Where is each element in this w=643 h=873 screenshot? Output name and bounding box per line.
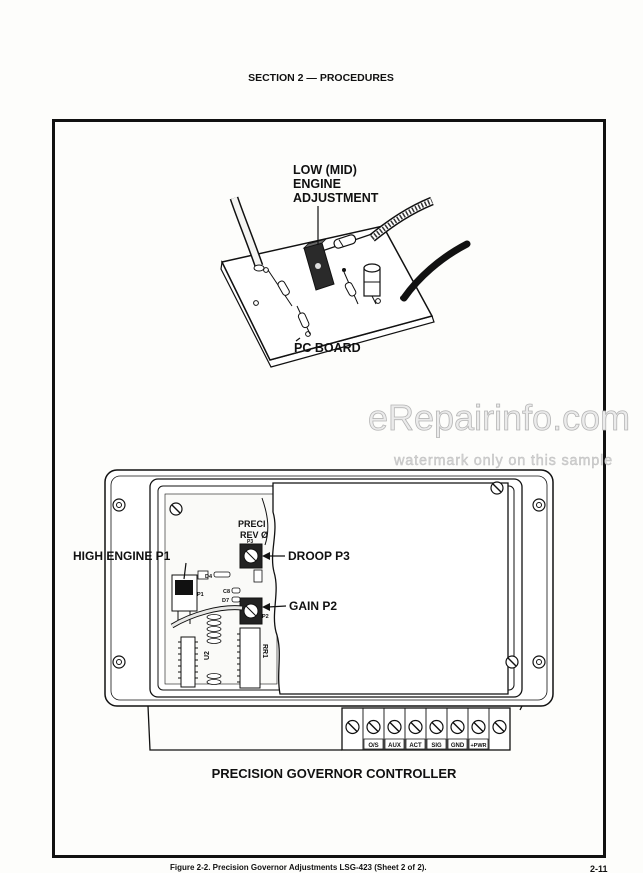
flange-inner-edge xyxy=(110,475,548,701)
terminal-label-boxes xyxy=(363,738,489,750)
resistor xyxy=(206,614,222,620)
cover-plate xyxy=(271,482,509,695)
leader-high-engine xyxy=(183,562,187,580)
marking-precision: PRECI xyxy=(238,519,266,529)
board-hole xyxy=(375,298,381,304)
marking-d7: D7 xyxy=(222,598,229,604)
marking-p2: P2 xyxy=(262,614,269,620)
braided-cable-weave xyxy=(370,198,433,240)
callout-high-engine-p1: HIGH ENGINE P1 xyxy=(73,549,171,563)
terminal-screw xyxy=(387,719,402,735)
mounting-hole xyxy=(112,498,126,512)
terminal-label-aux: AUX xyxy=(388,743,401,749)
terminal-screw xyxy=(450,719,465,735)
arrowhead-droop xyxy=(262,552,270,560)
terminal-dividers xyxy=(362,708,490,750)
black-cable xyxy=(400,240,471,302)
marking-rr1: RR1 xyxy=(261,644,268,658)
terminal-screw xyxy=(429,719,444,735)
terminal-screw xyxy=(366,719,381,735)
resistor xyxy=(277,280,290,296)
marking-d4: D4 xyxy=(205,574,213,580)
terminal-screw xyxy=(408,719,423,735)
resistor xyxy=(206,679,222,685)
board-hole xyxy=(253,300,259,306)
capacitor-top xyxy=(363,263,381,273)
resistor xyxy=(206,673,222,679)
resistor xyxy=(206,638,222,644)
capacitor-lead xyxy=(371,295,377,305)
marking-u2: U2 xyxy=(204,651,211,660)
terminal-label-gnd: GND xyxy=(451,743,465,749)
board-solder-point xyxy=(342,268,346,272)
controller-title: PRECISION GOVERNOR CONTROLLER xyxy=(212,766,457,781)
resistor xyxy=(206,626,222,632)
callout-engine: ENGINE xyxy=(293,177,341,191)
board-wire xyxy=(261,497,269,546)
terminal-label-act: ACT xyxy=(409,743,422,749)
figure-frame xyxy=(52,119,606,858)
housing-body xyxy=(147,705,342,751)
section-title: SECTION 2 — PROCEDURES xyxy=(248,72,394,84)
leader-gain xyxy=(267,605,287,608)
potentiometer-screw xyxy=(315,263,321,269)
arrowhead-gain xyxy=(262,603,270,611)
marking-revision: REV Ø xyxy=(240,530,268,540)
marking-p3: P3 xyxy=(247,539,253,545)
ic-rr1 xyxy=(239,627,261,689)
slotted-screw xyxy=(505,655,519,669)
leader-pc-board xyxy=(295,337,301,342)
terminal-screw xyxy=(492,719,507,735)
p3-screw-slot xyxy=(245,550,257,562)
p2-screw-slot xyxy=(245,605,257,617)
callout-droop-p3: DROOP P3 xyxy=(288,549,350,563)
diode-d4 xyxy=(213,571,231,578)
potentiometer-top xyxy=(302,238,328,249)
ic-u2-pins xyxy=(178,641,198,679)
slotted-screw xyxy=(169,502,183,516)
wire-end xyxy=(253,264,265,272)
terminal-screw xyxy=(471,719,486,735)
ic-rr1-pins xyxy=(237,633,240,683)
resistor xyxy=(344,281,357,297)
p1-adjust-body xyxy=(175,580,193,595)
marking-c8: C8 xyxy=(223,589,230,595)
marking-p1: P1 xyxy=(197,592,204,598)
resistor xyxy=(297,312,310,329)
controller-illustration xyxy=(104,469,554,751)
callout-gain-p2: GAIN P2 xyxy=(289,599,337,613)
mounting-hole xyxy=(112,655,126,669)
figure-caption: Figure 2-2. Precision Governor Adjustmen… xyxy=(170,863,427,872)
page-number: 2-11 xyxy=(590,864,608,873)
mounting-hole xyxy=(532,498,546,512)
pc-board-illustration xyxy=(220,196,471,368)
capacitor-c8 xyxy=(231,587,241,594)
resistor xyxy=(206,620,222,626)
diode-d7 xyxy=(231,596,241,603)
ribbon-wire xyxy=(171,606,243,628)
mounting-hole xyxy=(532,655,546,669)
terminal-screw xyxy=(345,719,360,735)
resistor-band xyxy=(338,239,344,247)
terminal-label-os: O/S xyxy=(368,743,378,749)
resistor xyxy=(333,234,357,249)
resistor xyxy=(206,632,222,638)
watermark-brand: eRepairinfo.com xyxy=(368,397,630,438)
callout-pc-board: PC BOARD xyxy=(294,341,361,355)
terminal-label-pwr: +PWR xyxy=(470,743,486,749)
insulated-wire xyxy=(231,197,262,267)
watermark-notice: watermark only on this sample xyxy=(393,453,613,469)
terminal-label-sig: SIG xyxy=(431,743,442,749)
slotted-screw xyxy=(490,481,504,495)
p1-tab xyxy=(197,570,209,580)
transistor xyxy=(253,569,263,583)
ic-u2 xyxy=(180,636,196,688)
callout-low-mid: LOW (MID) xyxy=(293,163,357,177)
callout-adjustment: ADJUSTMENT xyxy=(293,191,379,205)
pc-board-surface xyxy=(220,225,434,361)
